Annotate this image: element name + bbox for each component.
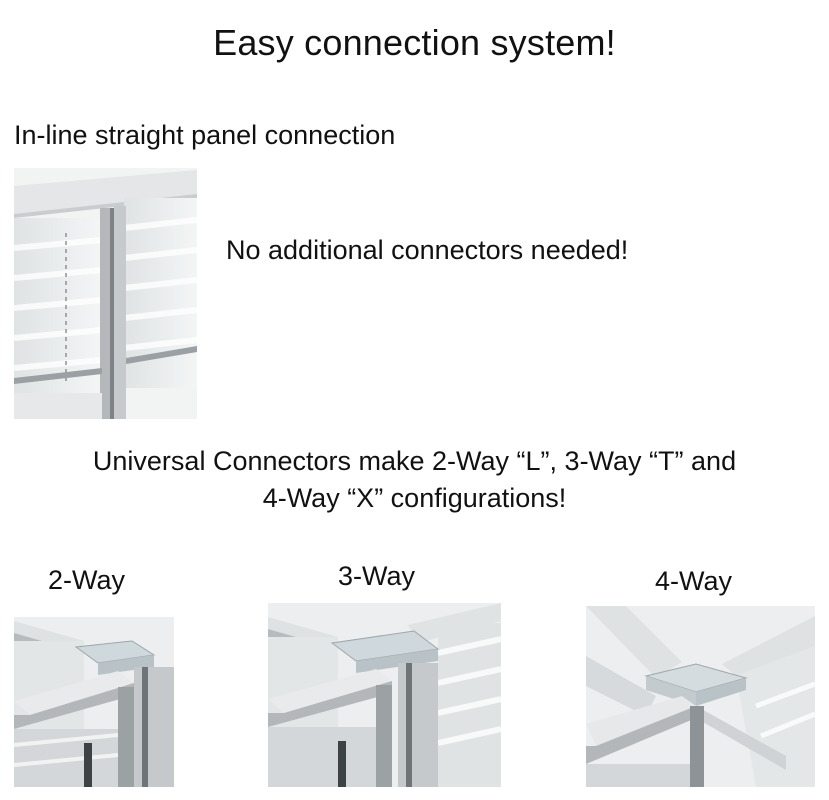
four-way-connector-photo: [586, 606, 815, 787]
three-way-label: 3-Way: [338, 561, 416, 591]
universal-line-2: 4-Way “X” configurations!: [262, 483, 567, 513]
universal-connectors-text: Universal Connectors make 2-Way “L”, 3-W…: [0, 443, 829, 517]
page-title: Easy connection system!: [213, 22, 616, 63]
four-way-label: 4-Way: [655, 566, 733, 596]
inline-panel-photo: [14, 168, 197, 419]
no-connectors-note: No additional connectors needed!: [226, 235, 629, 265]
three-way-connector-photo: [268, 603, 501, 787]
two-way-label: 2-Way: [48, 565, 126, 595]
inline-connection-heading: In-line straight panel connection: [14, 120, 396, 150]
two-way-connector-photo: [14, 617, 174, 787]
universal-line-1: Universal Connectors make 2-Way “L”, 3-W…: [92, 446, 737, 476]
